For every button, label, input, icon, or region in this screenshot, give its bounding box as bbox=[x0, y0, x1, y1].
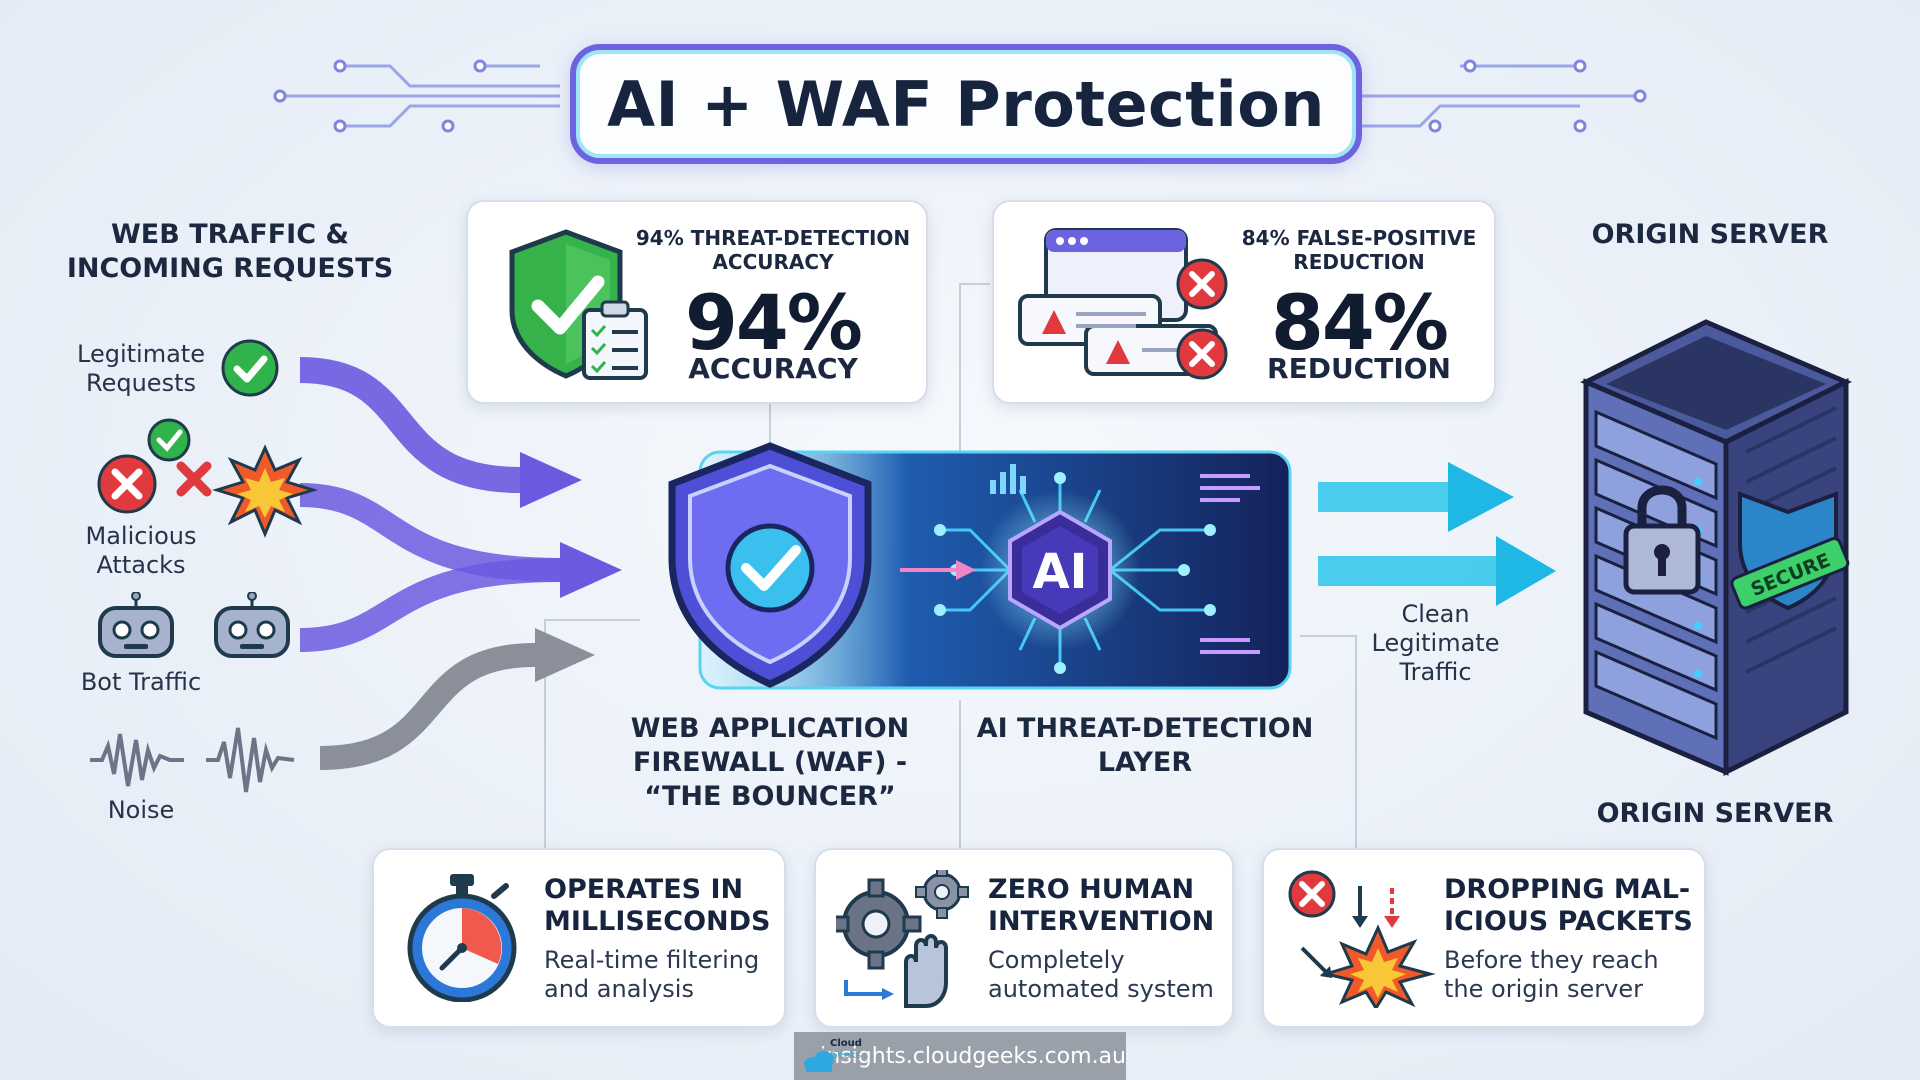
ai-detection-panel: AI bbox=[668, 442, 1292, 690]
origin-server-heading-top: ORIGIN SERVER bbox=[1591, 219, 1829, 250]
feature-title-dropping: DROPPING MAL-ICIOUS PACKETS bbox=[1444, 874, 1693, 937]
ai-chip-label: AI bbox=[1032, 544, 1087, 600]
origin-server-heading-bottom: ORIGIN SERVER bbox=[1596, 798, 1834, 829]
ai-layer-heading: AI THREAT-DETECTION LAYER bbox=[976, 713, 1314, 778]
false-positive-value: 84% bbox=[1271, 278, 1449, 367]
legitimate-requests-label: Legitimate Requests bbox=[77, 340, 205, 397]
feature-card-automation: ZERO HUMAN INTERVENTION Completely autom… bbox=[814, 848, 1234, 1028]
padlock-icon bbox=[1637, 485, 1687, 530]
waf-heading: WEB APPLICATION FIREWALL (WAF) - “THE BO… bbox=[630, 713, 910, 812]
bot-traffic-label: Bot Traffic bbox=[80, 668, 202, 696]
green-check-icon bbox=[221, 339, 279, 397]
feature-card-milliseconds: OPERATES IN MILLISECONDS Real-time filte… bbox=[372, 848, 786, 1028]
footer-watermark: Cloud Geeks insights.cloudgeeks.com.au bbox=[794, 1032, 1126, 1080]
accuracy-caption: 94% THREAT-DETECTION ACCURACY bbox=[635, 226, 911, 274]
robot-icon bbox=[214, 592, 290, 658]
title-banner: AI + WAF Protection bbox=[570, 44, 1362, 164]
feature-desc-dropping: Before they reach the origin server bbox=[1444, 946, 1659, 1003]
accuracy-card: 94% THREAT-DETECTION ACCURACY 94% ACCURA… bbox=[466, 200, 928, 404]
feature-desc-milliseconds: Real-time filtering and analysis bbox=[544, 946, 760, 1003]
origin-server-icon: SECURE bbox=[1580, 319, 1852, 777]
page-title: AI + WAF Protection bbox=[607, 67, 1325, 141]
explosion-icon bbox=[1288, 870, 1436, 1008]
stopwatch-icon bbox=[407, 874, 517, 1002]
false-positive-caption: 84% FALSE-POSITIVE REDUCTION bbox=[1241, 226, 1477, 274]
small-check-icon bbox=[147, 418, 191, 462]
feature-card-dropping: DROPPING MAL-ICIOUS PACKETS Before they … bbox=[1262, 848, 1706, 1028]
alert-windows-icon bbox=[1018, 228, 1228, 380]
footer-url[interactable]: insights.cloudgeeks.com.au bbox=[820, 1043, 1126, 1069]
feature-desc-automation: Completely automated system bbox=[988, 946, 1214, 1003]
malicious-attacks-label: Malicious Attacks bbox=[85, 522, 197, 579]
cloud-icon bbox=[804, 1051, 834, 1072]
malicious-attack-icons bbox=[97, 418, 319, 538]
noise-wave-icons bbox=[90, 727, 295, 793]
clean-traffic-label: Clean Legitimate Traffic bbox=[1371, 600, 1500, 686]
cloudgeeks-logo: Cloud Geeks bbox=[800, 1036, 862, 1076]
accuracy-label: ACCURACY bbox=[688, 352, 858, 385]
robot-icon bbox=[98, 592, 174, 658]
traffic-heading: WEB TRAFFIC & INCOMING REQUESTS bbox=[66, 219, 394, 284]
cross-mark-icon bbox=[176, 461, 212, 497]
gears-hand-icon bbox=[836, 870, 969, 1008]
output-flow-arrows bbox=[1318, 462, 1556, 606]
feature-title-milliseconds: OPERATES IN MILLISECONDS bbox=[544, 874, 771, 937]
incoming-flow-arrows bbox=[299, 357, 622, 770]
bot-icons bbox=[98, 592, 290, 658]
accuracy-value: 94% bbox=[685, 278, 863, 367]
noise-label: Noise bbox=[107, 796, 175, 824]
logo-line2: Geeks bbox=[830, 1050, 862, 1061]
logo-line1: Cloud bbox=[830, 1038, 862, 1049]
false-positive-label: REDUCTION bbox=[1267, 352, 1451, 385]
false-positive-card: 84% FALSE-POSITIVE REDUCTION 84% REDUCTI… bbox=[992, 200, 1496, 404]
feature-title-automation: ZERO HUMAN INTERVENTION bbox=[988, 874, 1215, 937]
shield-check-icon bbox=[509, 229, 648, 380]
